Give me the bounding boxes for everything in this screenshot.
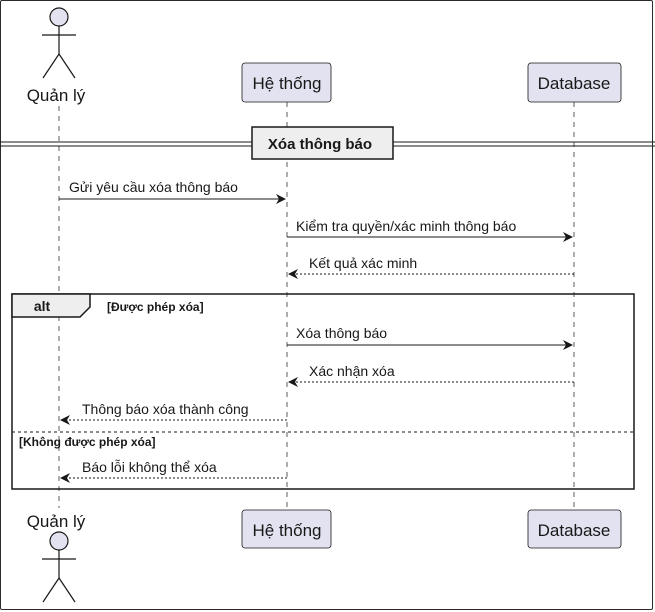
actor-head-icon-bottom: [49, 531, 69, 551]
actor-label-top: Quản lý: [27, 86, 86, 105]
participant-database-label-top: Database: [538, 74, 611, 93]
message-1-label: Gửi yêu cầu xóa thông báo: [69, 179, 238, 195]
message-6: Thông báo xóa thành công: [60, 401, 287, 425]
section-divider: Xóa thông báo: [0, 126, 655, 160]
message-5: Xác nhận xóa: [288, 363, 574, 387]
participant-system-label-top: Hệ thống: [253, 74, 322, 93]
participant-database-top: Database: [527, 62, 622, 103]
message-6-label: Thông báo xóa thành công: [82, 401, 249, 417]
participant-database-label-bottom: Database: [538, 521, 611, 540]
actor-bottom: Quản lý: [27, 512, 86, 603]
alt-guard-1: [Được phép xóa]: [107, 300, 204, 314]
message-7-label: Báo lỗi không thể xóa: [82, 459, 217, 475]
actor-head-icon: [49, 7, 69, 27]
message-3-label: Kết quả xác minh: [309, 255, 417, 271]
actor-top: Quản lý: [27, 7, 86, 105]
actor-label-bottom: Quản lý: [27, 512, 86, 531]
message-2-label: Kiểm tra quyền/xác minh thông báo: [296, 218, 516, 234]
alt-keyword: alt: [34, 298, 51, 314]
alt-guard-2: [Không được phép xóa]: [19, 435, 156, 449]
alt-fragment: alt [Được phép xóa] [Không được phép xóa…: [11, 293, 635, 490]
message-2: Kiểm tra quyền/xác minh thông báo: [287, 218, 573, 242]
message-7: Báo lỗi không thể xóa: [60, 459, 287, 483]
message-3: Kết quả xác minh: [288, 255, 574, 279]
participant-system-label-bottom: Hệ thống: [253, 521, 322, 540]
participant-system-top: Hệ thống: [241, 62, 332, 103]
divider-label: Xóa thông báo: [268, 136, 372, 153]
message-1: Gửi yêu cầu xóa thông báo: [59, 179, 286, 204]
message-4-label: Xóa thông báo: [296, 325, 387, 341]
participant-database-bottom: Database: [527, 509, 622, 549]
message-5-label: Xác nhận xóa: [309, 363, 395, 379]
message-4: Xóa thông báo: [287, 325, 573, 350]
participant-system-bottom: Hệ thống: [241, 509, 332, 549]
